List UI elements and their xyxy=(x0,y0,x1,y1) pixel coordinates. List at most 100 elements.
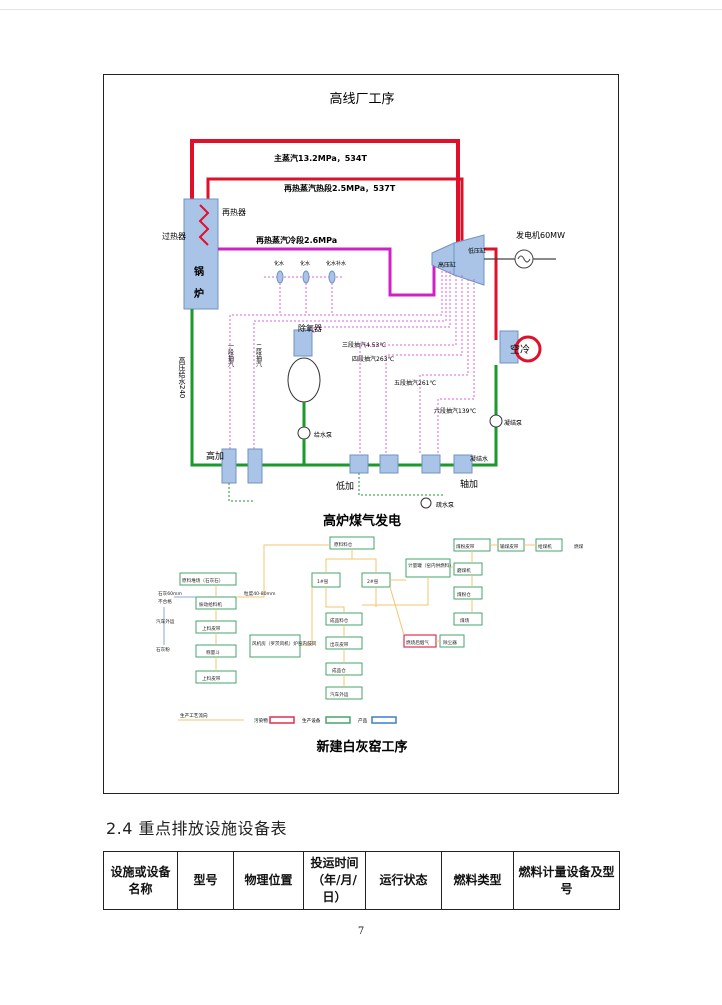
table-header-row: 设施或设备名称 型号 物理位置 投运时间（年/月/日） 运行状态 燃料类型 燃料… xyxy=(103,851,620,910)
hp-heater-1 xyxy=(221,448,237,484)
drain-pump-icon xyxy=(420,497,432,509)
conveyor1-label: 上料皮带 xyxy=(202,625,221,632)
meter-label: 计量罐（窑内供燃料） xyxy=(408,562,454,569)
gas-label: 燃烧后烟气 xyxy=(406,639,429,646)
cond-pump-icon xyxy=(489,414,503,428)
lp-cyl-label: 低压缸 xyxy=(468,247,486,255)
main-steam-label: 主蒸汽13.2MPa，534T xyxy=(274,153,367,163)
air-cooler xyxy=(499,330,519,364)
main-steam-line xyxy=(190,139,460,249)
legend-equipment-label: 生产设备 xyxy=(302,717,321,724)
coal-bin-label: 煤粉皮带 xyxy=(456,543,475,550)
reheat-cold-label: 再热蒸汽冷段2.6MPa xyxy=(256,235,337,245)
legend-pollutant-swatch xyxy=(269,716,295,724)
mill-label: 磨煤机 xyxy=(457,567,471,574)
section-title: 2.4 重点排放设施设备表 xyxy=(106,819,288,838)
page-number: 7 xyxy=(357,926,365,937)
reheater-label: 再热器 xyxy=(222,207,246,217)
valve-2-icon xyxy=(302,270,310,284)
lp-heater-label: 低加 xyxy=(336,480,354,492)
air-cool-label: 空冷 xyxy=(510,343,530,356)
lp-heater-3 xyxy=(421,454,441,474)
legend-product-label: 产品 xyxy=(358,717,368,724)
deaerator-tank xyxy=(287,357,321,403)
finished-label: 成品料仓 xyxy=(330,617,349,624)
hp-feed-label: 高压给水240 xyxy=(178,356,186,398)
belt-b2-label: 给煤机 xyxy=(538,543,552,550)
table-header-cell: 燃料计量设备及型号 xyxy=(513,851,620,910)
hopper-label: 称量斗 xyxy=(206,649,220,656)
kiln1-label: 1#窑 xyxy=(317,578,329,585)
legend-product-swatch xyxy=(371,716,397,724)
table-header-cell: 运行状态 xyxy=(365,851,442,910)
conveyor2-label: 上料皮带 xyxy=(202,675,221,682)
ext5-label: 五段抽汽261℃ xyxy=(394,379,436,387)
fan-label: 风机房（罗茨风机）炉窑内鼓风 xyxy=(252,640,317,647)
belt-b3-label: 燃煤 xyxy=(574,543,584,550)
note4-label: 石灰粉 xyxy=(156,646,170,653)
cond-water-label: 凝结水 xyxy=(470,455,488,463)
dust-label: 除尘器 xyxy=(443,639,457,646)
air-cooler-fan-icon xyxy=(514,335,542,363)
shaft-heater-label: 轴加 xyxy=(460,478,478,490)
valve-1-label: 化水 xyxy=(274,260,284,267)
table-header-cell: 投运时间（年/月/日） xyxy=(303,851,366,910)
legend-flow-label: 生产工艺流向 xyxy=(180,712,208,719)
ext6-label: 六段抽汽139℃ xyxy=(434,407,476,415)
feed-pump-label: 给水泵 xyxy=(314,431,332,439)
header-rule xyxy=(0,9,722,10)
reheater-coil-icon xyxy=(198,204,210,246)
boiler xyxy=(183,198,219,310)
lp-heater-2 xyxy=(379,454,399,474)
legend-equipment-swatch xyxy=(325,716,351,724)
valve-3-icon xyxy=(328,270,336,284)
pulv-label: 煤粉仓 xyxy=(457,591,471,598)
table-header-cell: 物理位置 xyxy=(233,851,304,910)
shaft-heater xyxy=(453,454,473,474)
pulv-box xyxy=(453,586,483,600)
reheat-hot-line xyxy=(206,177,464,249)
coal-pile-box xyxy=(453,612,483,626)
fan-box xyxy=(249,634,301,658)
superheater-label: 过热器 xyxy=(162,231,186,241)
note1-label: 石灰60mm xyxy=(158,590,183,597)
table-header-cell: 设施或设备名称 xyxy=(103,851,178,910)
kiln2-label: 2#窑 xyxy=(367,578,379,585)
table-header-cell: 型号 xyxy=(177,851,234,910)
legend-pollutant-label: 污染物 xyxy=(254,717,268,724)
product-bin-label: 成品仓 xyxy=(332,667,346,674)
diagram-title: 高线厂工序 xyxy=(329,91,394,107)
mill-box xyxy=(453,562,483,576)
ext4-label: 四段抽汽263℃ xyxy=(352,355,394,363)
note3-label: 汽车外运 xyxy=(156,618,175,625)
cond-pump-label: 凝结泵 xyxy=(504,419,522,427)
hp-heater-label: 高加 xyxy=(206,450,224,462)
boiler-label-2: 炉 xyxy=(194,287,204,300)
stone-box xyxy=(179,572,237,586)
valve-2-label: 化水 xyxy=(300,260,310,267)
note5-label: 粒度40-80mm xyxy=(244,590,276,597)
first-ext-label: 一段抽汽 xyxy=(227,343,234,367)
belt-b1-label: 输煤皮带 xyxy=(500,543,519,550)
ext3-label: 三段抽汽4.53℃ xyxy=(342,341,386,349)
hp-cyl-label: 高压缸 xyxy=(438,261,456,269)
table-header-cell: 燃料类型 xyxy=(441,851,514,910)
process-diagram: 高线厂工序 主蒸汽13.2MPa，534T 再热蒸汽热段2.5MPa，537T … xyxy=(156,91,584,755)
note2-label: 不合格 xyxy=(158,598,172,605)
reheat-cold-line xyxy=(218,247,436,297)
stone-label: 原料堆场（石灰石） xyxy=(182,577,223,584)
lp-turbine xyxy=(453,234,485,286)
hp-heater-2 xyxy=(247,448,263,484)
feed-water-line xyxy=(190,309,498,467)
feed-pump-icon xyxy=(297,426,311,440)
raw-bin-label: 原料料仓 xyxy=(334,541,353,548)
deaerator-head xyxy=(293,329,313,357)
vib-feeder-label: 振动给料机 xyxy=(199,601,222,608)
second-ext-label: 二段抽汽 xyxy=(255,343,262,367)
boiler-label-1: 锅 xyxy=(194,265,204,278)
process-diagram-frame: 高线厂工序 主蒸汽13.2MPa，534T 再热蒸汽热段2.5MPa，537T … xyxy=(103,74,619,794)
bottom-title: 新建白灰窑工序 xyxy=(316,739,407,755)
reheat-hot-label: 再热蒸汽热段2.5MPa，537T xyxy=(284,183,396,193)
equipment-table: 设施或设备名称 型号 物理位置 投运时间（年/月/日） 运行状态 燃料类型 燃料… xyxy=(103,851,620,910)
deaerator-label: 除氧器 xyxy=(298,323,322,333)
